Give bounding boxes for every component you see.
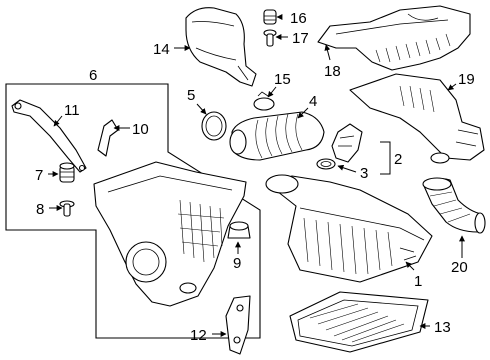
part-19-lower-inlet bbox=[349, 73, 485, 164]
assembly-6-frame bbox=[5, 83, 261, 339]
leader-lines bbox=[48, 14, 465, 337]
callout-17: 17 bbox=[292, 30, 309, 47]
callout-14: 14 bbox=[153, 41, 170, 58]
callout-12: 12 bbox=[190, 327, 207, 344]
callout-3: 3 bbox=[360, 165, 368, 182]
part-7-grommet bbox=[59, 162, 75, 183]
part-11-strap bbox=[11, 99, 87, 173]
callout-19: 19 bbox=[458, 71, 475, 88]
part-12-bracket bbox=[225, 295, 251, 355]
callout-9: 9 bbox=[233, 255, 241, 272]
callout-18: 18 bbox=[324, 63, 341, 80]
part-9-grommet bbox=[227, 221, 251, 239]
part-20-elbow-hose bbox=[422, 177, 486, 234]
callout-2: 2 bbox=[394, 151, 402, 168]
part-2-bracket bbox=[331, 123, 363, 163]
part-18-inlet-duct bbox=[317, 5, 471, 71]
part-1-cleaner-cover bbox=[265, 174, 433, 283]
callout-10: 10 bbox=[132, 121, 149, 138]
callout-8: 8 bbox=[36, 201, 44, 218]
part-10-clip bbox=[97, 119, 119, 157]
part-13-filter bbox=[289, 291, 429, 353]
part-15-clamp bbox=[253, 91, 275, 111]
callout-1: 1 bbox=[414, 273, 422, 290]
part-5-clamp bbox=[201, 111, 227, 141]
part-6-lower-case bbox=[93, 161, 247, 307]
callout-11: 11 bbox=[64, 102, 80, 119]
part-4-intake-hose bbox=[229, 111, 325, 161]
callout-20: 20 bbox=[451, 259, 468, 276]
callout-6: 6 bbox=[89, 67, 97, 84]
part-17-pin bbox=[263, 29, 277, 47]
part-3-o-ring bbox=[316, 158, 336, 170]
callout-labels: 1 2 3 4 5 6 7 8 9 10 11 12 13 14 15 16 1… bbox=[35, 10, 475, 344]
callout-5: 5 bbox=[187, 87, 195, 104]
part-14-resonator bbox=[185, 7, 257, 87]
callout-7: 7 bbox=[35, 167, 43, 184]
part-16-grommet bbox=[263, 9, 277, 25]
callout-16: 16 bbox=[290, 10, 307, 27]
part-8-fastener bbox=[59, 200, 75, 217]
callout-4: 4 bbox=[309, 93, 317, 110]
callout-15: 15 bbox=[274, 71, 291, 88]
callout-13: 13 bbox=[434, 319, 451, 336]
